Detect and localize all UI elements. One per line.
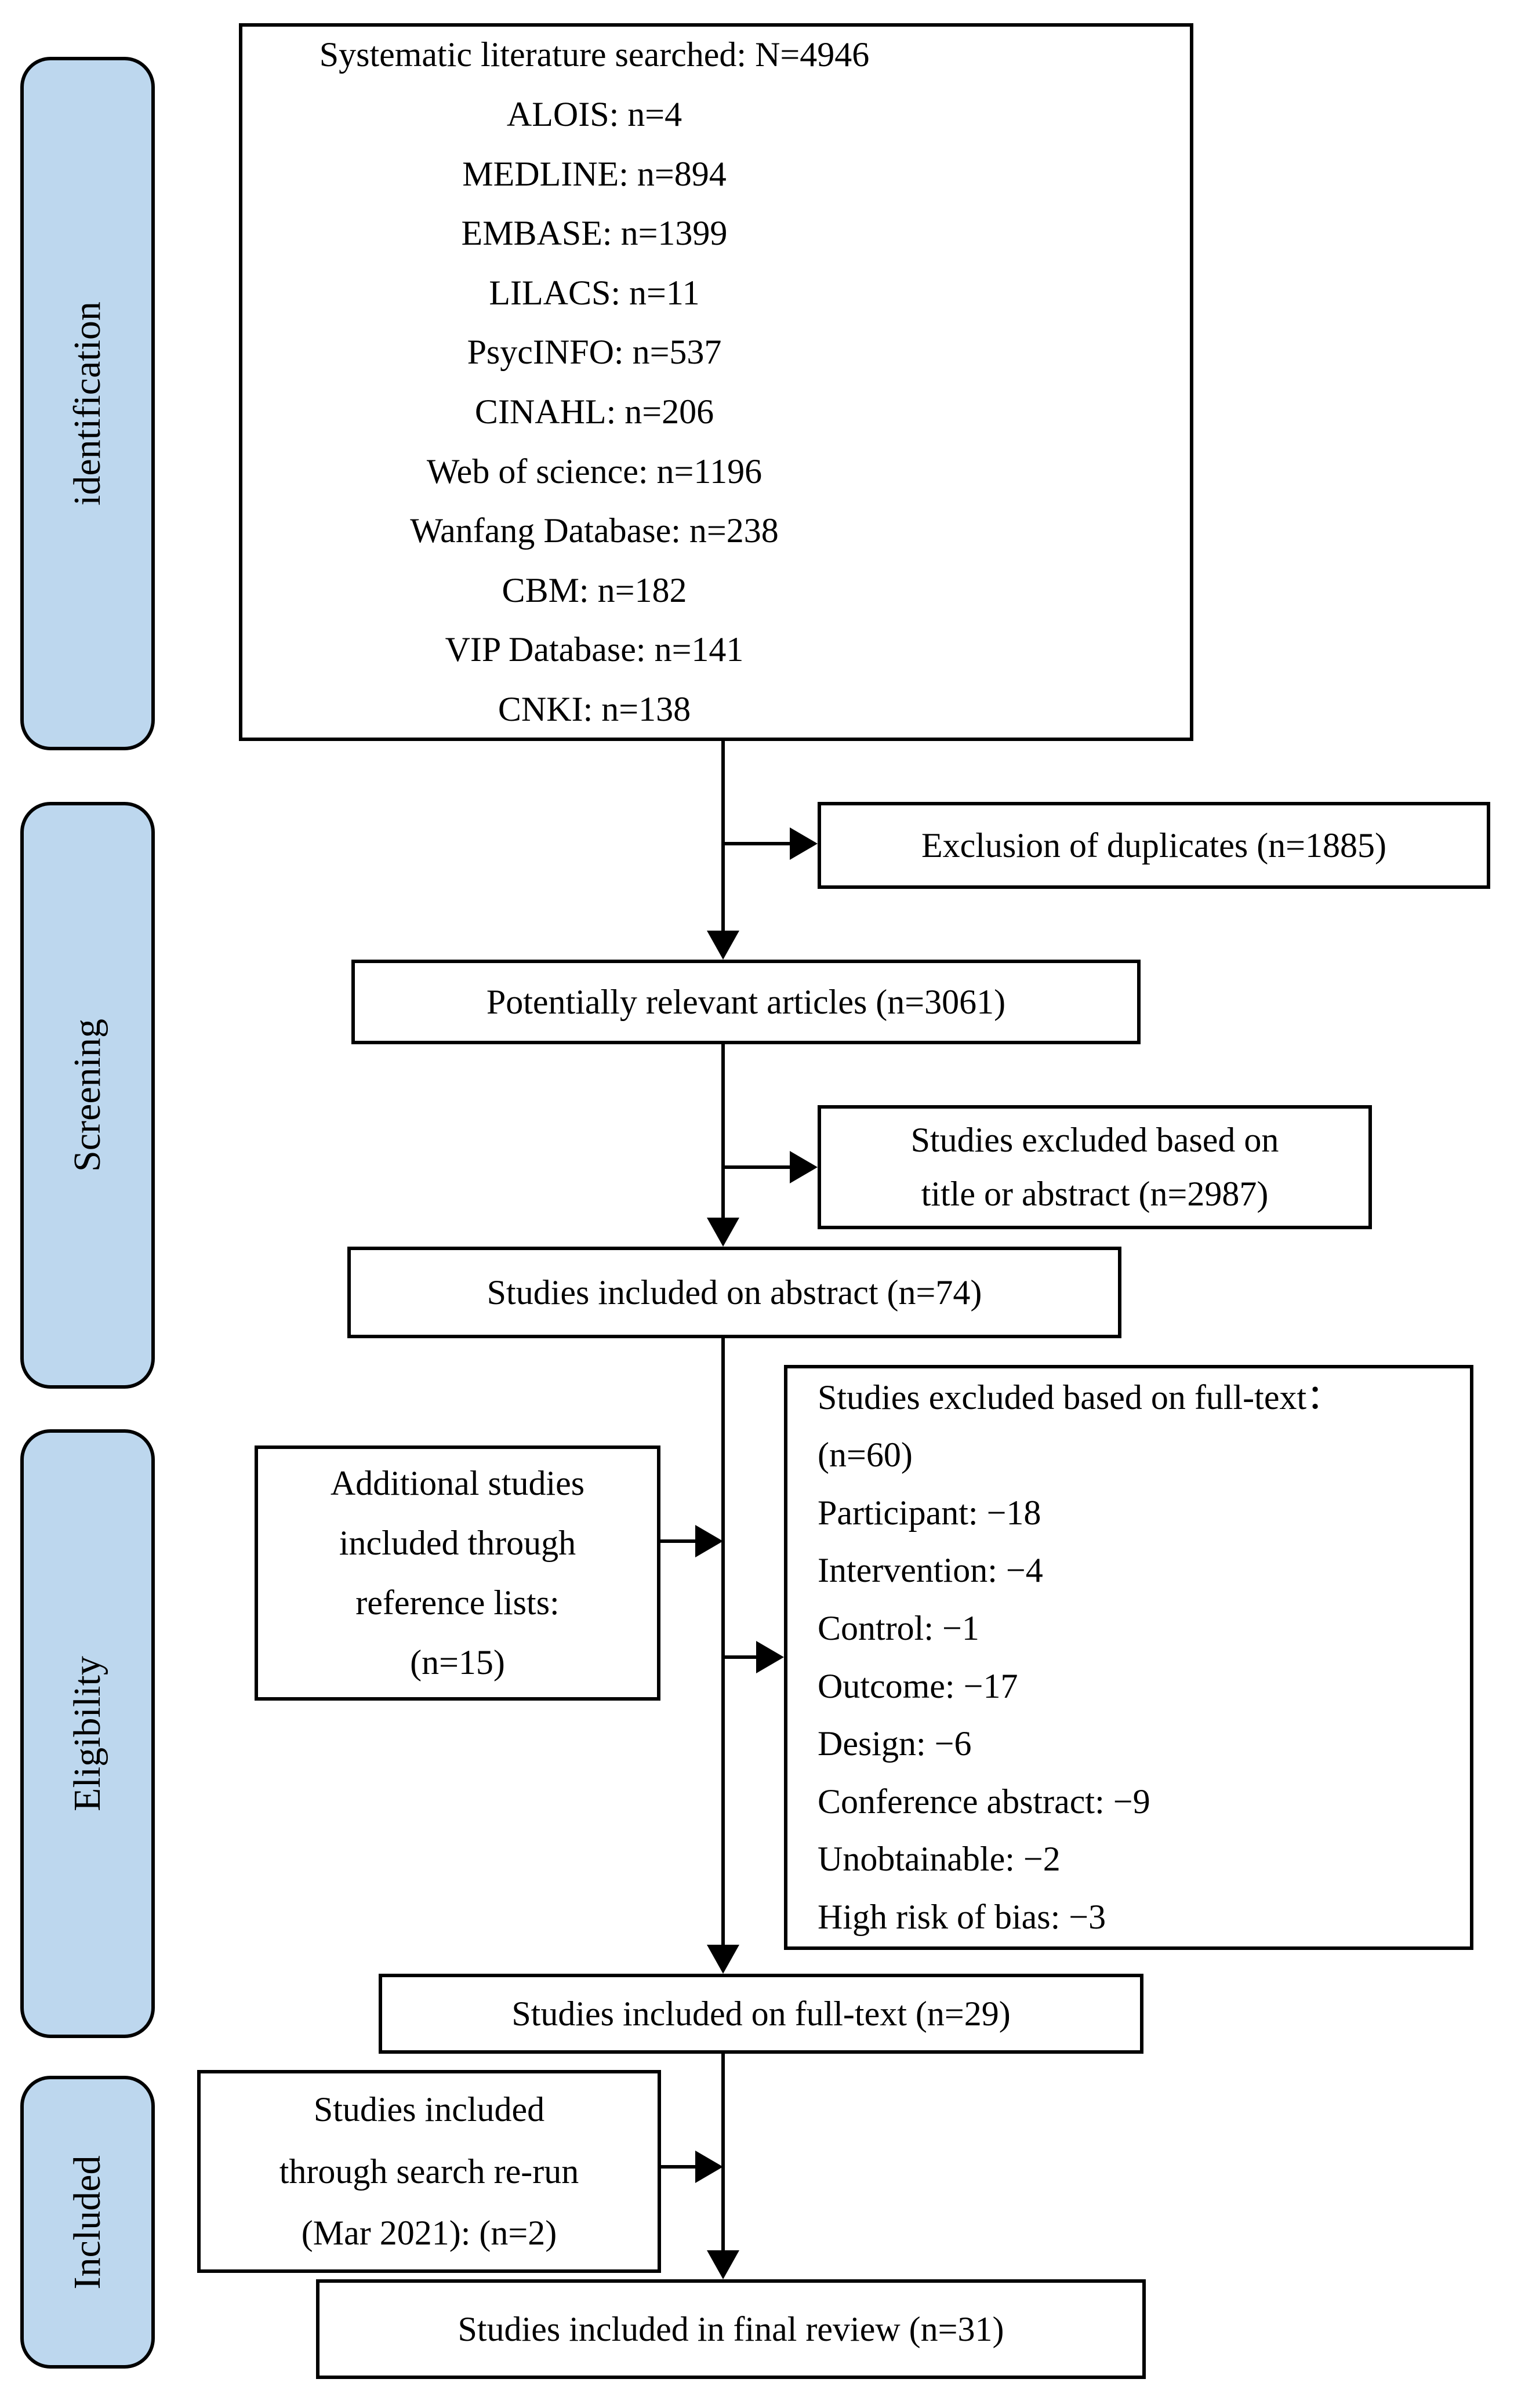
branch-line-duplicates bbox=[723, 842, 792, 845]
box-systematic-search: Systematic literature searched: N=4946 A… bbox=[239, 23, 1193, 741]
fulltext-excluded-intervention: Intervention: −4 bbox=[818, 1551, 1043, 1590]
arrowhead-right-duplicates bbox=[790, 827, 818, 860]
additional-studies-line2: included through bbox=[339, 1523, 576, 1562]
additional-studies-line3: reference lists: bbox=[355, 1583, 560, 1622]
arrowhead-right-title-abstract bbox=[790, 1151, 818, 1183]
search-alois: ALOIS: n=4 bbox=[506, 95, 682, 134]
title-abstract-excluded-line1: Studies excluded based on bbox=[910, 1121, 1279, 1159]
arrowhead-right-fulltext-excluded bbox=[756, 1641, 784, 1673]
search-cnki: CNKI: n=138 bbox=[498, 689, 691, 728]
arrowhead-down-to-fulltext-included bbox=[707, 1945, 739, 1974]
arrowhead-down-to-potentially-relevant bbox=[707, 931, 739, 960]
spine-segment-4 bbox=[721, 2054, 725, 2252]
stage-label-identification: identification bbox=[66, 302, 108, 506]
arrowhead-right-search-rerun bbox=[695, 2151, 723, 2183]
fulltext-excluded-conference: Conference abstract: −9 bbox=[818, 1782, 1150, 1821]
arrowhead-right-additional-studies bbox=[695, 1525, 723, 1557]
box-final-review: Studies included in final review (n=31) bbox=[316, 2279, 1146, 2379]
box-search-rerun: Studies included through search re-run (… bbox=[197, 2070, 661, 2273]
search-rerun-line1: Studies included bbox=[313, 2090, 545, 2129]
stage-box-eligibility: Eligibility bbox=[20, 1429, 155, 2038]
stage-box-included: Included bbox=[20, 2076, 155, 2369]
arrowhead-down-to-abstract-included bbox=[707, 1218, 739, 1247]
box-title-abstract-excluded: Studies excluded based on title or abstr… bbox=[818, 1105, 1372, 1229]
spine-segment-1 bbox=[721, 741, 725, 932]
fulltext-excluded-n: (n=60) bbox=[818, 1436, 913, 1474]
stage-label-screening: Screening bbox=[66, 1019, 108, 1172]
search-total: Systematic literature searched: N=4946 bbox=[319, 35, 870, 74]
search-medline: MEDLINE: n=894 bbox=[462, 154, 727, 193]
search-vip: VIP Database: n=141 bbox=[445, 630, 744, 669]
fulltext-included-text: Studies included on full-text (n=29) bbox=[511, 1995, 1011, 2033]
duplicates-excluded-text: Exclusion of duplicates (n=1885) bbox=[921, 826, 1386, 865]
fulltext-excluded-title: Studies excluded based on full-text： bbox=[818, 1378, 1342, 1417]
stage-label-eligibility: Eligibility bbox=[66, 1656, 108, 1811]
search-rerun-line2: through search re-run bbox=[279, 2152, 579, 2191]
box-duplicates-excluded: Exclusion of duplicates (n=1885) bbox=[818, 802, 1490, 889]
search-psycinfo: PsycINFO: n=537 bbox=[467, 333, 722, 372]
additional-studies-line1: Additional studies bbox=[330, 1463, 585, 1502]
potentially-relevant-text: Potentially relevant articles (n=3061) bbox=[486, 983, 1006, 1021]
fulltext-excluded-design: Design: −6 bbox=[818, 1724, 972, 1763]
spine-segment-3 bbox=[721, 1338, 725, 1946]
branch-line-fulltext-excluded bbox=[723, 1655, 758, 1659]
box-additional-studies: Additional studies included through refe… bbox=[255, 1445, 660, 1701]
search-rerun-line3: (Mar 2021): (n=2) bbox=[301, 2214, 557, 2253]
abstract-included-text: Studies included on abstract (n=74) bbox=[486, 1273, 982, 1312]
fulltext-excluded-outcome: Outcome: −17 bbox=[818, 1666, 1018, 1705]
search-wanfang: Wanfang Database: n=238 bbox=[410, 511, 779, 550]
stage-box-screening: Screening bbox=[20, 802, 155, 1389]
box-fulltext-included: Studies included on full-text (n=29) bbox=[379, 1974, 1143, 2054]
fulltext-excluded-participant: Participant: −18 bbox=[818, 1493, 1041, 1532]
branch-line-search-rerun bbox=[659, 2165, 697, 2169]
search-cbm: CBM: n=182 bbox=[502, 571, 687, 609]
box-abstract-included: Studies included on abstract (n=74) bbox=[347, 1247, 1121, 1338]
branch-line-additional-studies bbox=[659, 1539, 697, 1543]
additional-studies-n: (n=15) bbox=[410, 1643, 505, 1682]
stage-box-identification: identification bbox=[20, 57, 155, 750]
fulltext-excluded-unobtainable: Unobtainable: −2 bbox=[818, 1840, 1061, 1879]
stage-label-included: Included bbox=[66, 2155, 108, 2289]
box-fulltext-excluded: Studies excluded based on full-text： (n=… bbox=[784, 1365, 1473, 1950]
search-embase: EMBASE: n=1399 bbox=[461, 214, 728, 253]
box-potentially-relevant: Potentially relevant articles (n=3061) bbox=[351, 960, 1141, 1044]
search-web-of-science: Web of science: n=1196 bbox=[426, 452, 763, 491]
branch-line-title-abstract bbox=[723, 1165, 792, 1169]
title-abstract-excluded-line2: title or abstract (n=2987) bbox=[921, 1175, 1269, 1213]
arrowhead-down-to-final-review bbox=[707, 2250, 739, 2279]
fulltext-excluded-control: Control: −1 bbox=[818, 1608, 979, 1647]
final-review-text: Studies included in final review (n=31) bbox=[458, 2310, 1004, 2348]
search-cinahl: CINAHL: n=206 bbox=[474, 393, 714, 431]
search-lilacs: LILACS: n=11 bbox=[489, 273, 700, 312]
fulltext-excluded-bias: High risk of bias: −3 bbox=[818, 1897, 1106, 1936]
spine-segment-2 bbox=[721, 1044, 725, 1219]
